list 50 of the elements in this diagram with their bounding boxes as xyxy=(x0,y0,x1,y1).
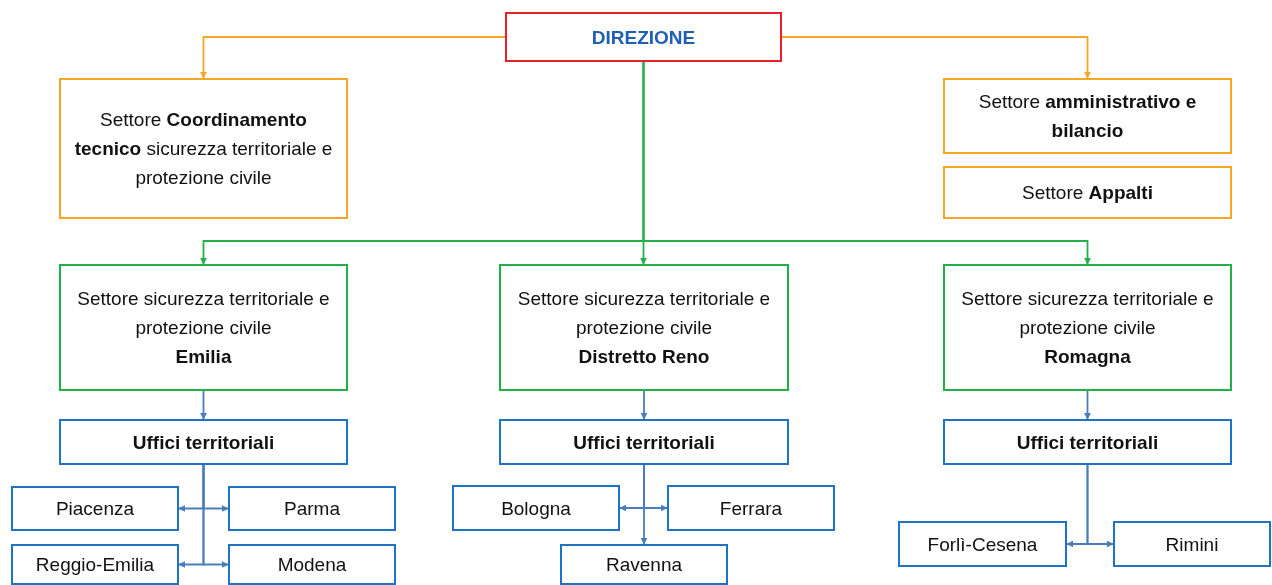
org-box xyxy=(59,264,348,391)
org-box xyxy=(898,521,1067,567)
connector-arrow xyxy=(640,464,648,545)
org-box xyxy=(228,486,396,531)
connector-arrow xyxy=(202,464,229,568)
box-title: DIREZIONE xyxy=(591,25,696,50)
box-label: Uffici territoriali xyxy=(132,430,275,455)
connector-arrow xyxy=(200,390,207,420)
connector-arrow xyxy=(1084,390,1091,420)
box-label: Forlì-Cesena xyxy=(927,532,1038,557)
box-label: Settore Coordinamento tecnico sicurezza territoriale e protezione civile xyxy=(73,108,334,190)
org-box xyxy=(59,419,348,465)
box-label: Piacenza xyxy=(55,497,135,521)
org-box xyxy=(1113,521,1271,567)
box-label: Modena xyxy=(277,553,347,577)
box-label: Rimini xyxy=(1165,532,1219,557)
box-label: Settore Appalti xyxy=(1022,181,1153,205)
box-label: Uffici territoriali xyxy=(573,430,715,455)
org-box xyxy=(499,419,789,465)
box-label: Settore amministrativo e bilancio xyxy=(977,90,1198,143)
box-label: Emilia xyxy=(175,345,232,369)
org-box xyxy=(943,166,1232,219)
connector-arrow xyxy=(640,390,648,420)
box-label: Romagna xyxy=(1044,345,1131,369)
connector-arrow xyxy=(781,36,1091,79)
org-box xyxy=(11,544,179,585)
org-box xyxy=(560,544,728,585)
box-label: Distretto Reno xyxy=(578,345,710,369)
org-box xyxy=(452,485,620,531)
box-label: Ferrara xyxy=(719,496,783,521)
org-box xyxy=(228,544,396,585)
org-box xyxy=(943,78,1232,154)
connector-arrow xyxy=(200,36,506,79)
connector-arrow xyxy=(642,61,1091,265)
org-box xyxy=(943,264,1232,391)
org-box xyxy=(943,419,1232,465)
org-box xyxy=(505,12,782,62)
box-label: Settore sicurezza territoriale e protezione civile xyxy=(76,287,331,340)
org-box xyxy=(59,78,348,219)
box-label: Reggio-Emilia xyxy=(35,553,155,577)
org-box xyxy=(667,485,835,531)
box-label: Settore sicurezza territoriale e protezione civile xyxy=(960,287,1215,340)
box-label: Settore sicurezza territoriale e protezione civile xyxy=(516,287,772,340)
box-label: Uffici territoriali xyxy=(1016,430,1159,455)
connector-arrow xyxy=(1086,464,1114,548)
org-box xyxy=(11,486,179,531)
box-label: Ravenna xyxy=(605,553,683,577)
org-box xyxy=(499,264,789,391)
box-label: Bologna xyxy=(501,496,571,521)
box-label: Parma xyxy=(284,497,340,521)
